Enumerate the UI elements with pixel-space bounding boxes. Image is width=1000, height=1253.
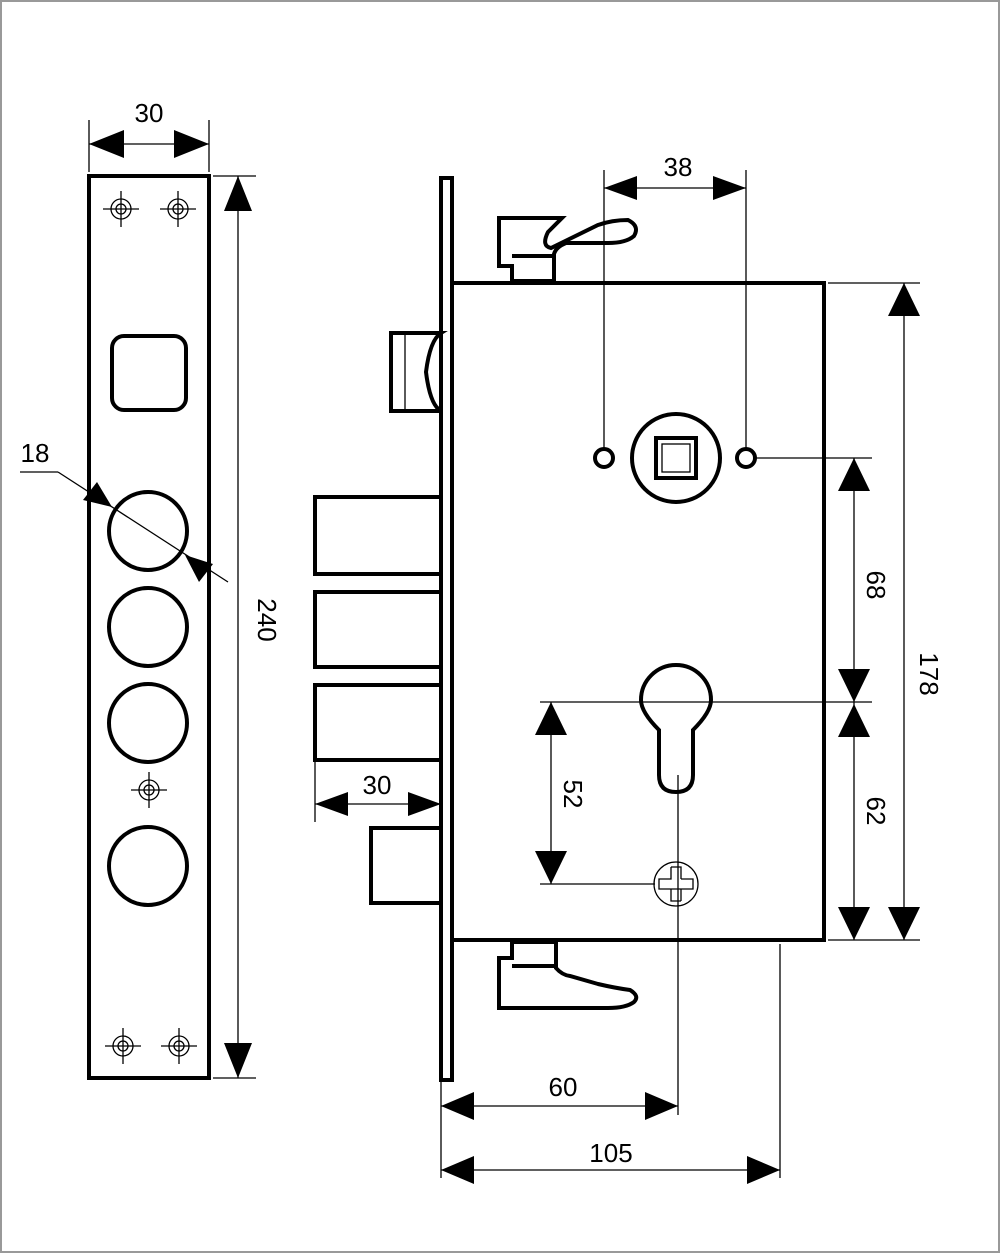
screw-hole-icon	[102, 190, 140, 228]
dim-cylinder-to-screw: 52	[535, 702, 655, 885]
label-bolt-throw: 30	[363, 770, 392, 800]
label-spindle-to-cylinder: 68	[861, 571, 891, 600]
spindle-hub	[630, 412, 722, 504]
dim-spindle-to-cylinder: 68	[540, 457, 891, 703]
label-case-height: 178	[914, 652, 944, 695]
handle-screw-hole	[735, 447, 757, 469]
label-cylinder-to-screw: 52	[558, 780, 588, 809]
dim-backset: 60	[440, 775, 679, 1178]
lock-body	[313, 176, 826, 1082]
handle-screw-hole	[593, 447, 615, 469]
label-backset: 60	[549, 1072, 578, 1102]
latch-opening	[110, 334, 188, 412]
bolt-hole	[107, 682, 189, 764]
label-faceplate-width: 30	[135, 98, 164, 128]
auxiliary-bolt	[369, 826, 443, 905]
dim-case-height: 178	[828, 282, 944, 941]
strike-lever-bottom	[497, 940, 639, 1010]
screw-hole-icon	[130, 771, 168, 809]
bolt-hole	[107, 490, 189, 572]
deadbolt	[313, 590, 443, 669]
bolt-hole	[107, 586, 189, 668]
dim-faceplate-width: 30	[88, 98, 210, 172]
faceplate-outline	[87, 174, 211, 1080]
bolt-hole	[107, 825, 189, 907]
label-handle-spacing: 38	[664, 152, 693, 182]
label-faceplate-length: 240	[252, 598, 282, 641]
cylinder-cutout	[638, 663, 714, 795]
dim-handle-spacing: 38	[603, 152, 747, 448]
deadbolt	[313, 683, 443, 762]
cylinder-screw-icon	[653, 861, 699, 907]
dim-faceplate-length: 240	[213, 175, 282, 1079]
strike-lever-top	[497, 216, 638, 283]
screw-hole-icon	[159, 190, 197, 228]
dim-cylinder-to-bottom: 62	[838, 702, 891, 940]
latch-bolt	[389, 331, 448, 413]
label-bolt-diameter: 18	[21, 438, 50, 468]
spindle-square	[654, 436, 698, 480]
label-cylinder-to-bottom: 62	[861, 797, 891, 826]
lock-case	[450, 281, 826, 942]
dim-bolt-diameter: 18	[20, 438, 229, 583]
screw-hole-icon	[104, 1027, 142, 1065]
label-case-depth: 105	[589, 1138, 632, 1168]
faceplate	[87, 174, 211, 1080]
screw-hole-icon	[160, 1027, 198, 1065]
deadbolt	[313, 495, 443, 576]
dim-bolt-throw: 30	[314, 762, 441, 822]
dim-case-depth: 105	[441, 944, 781, 1184]
